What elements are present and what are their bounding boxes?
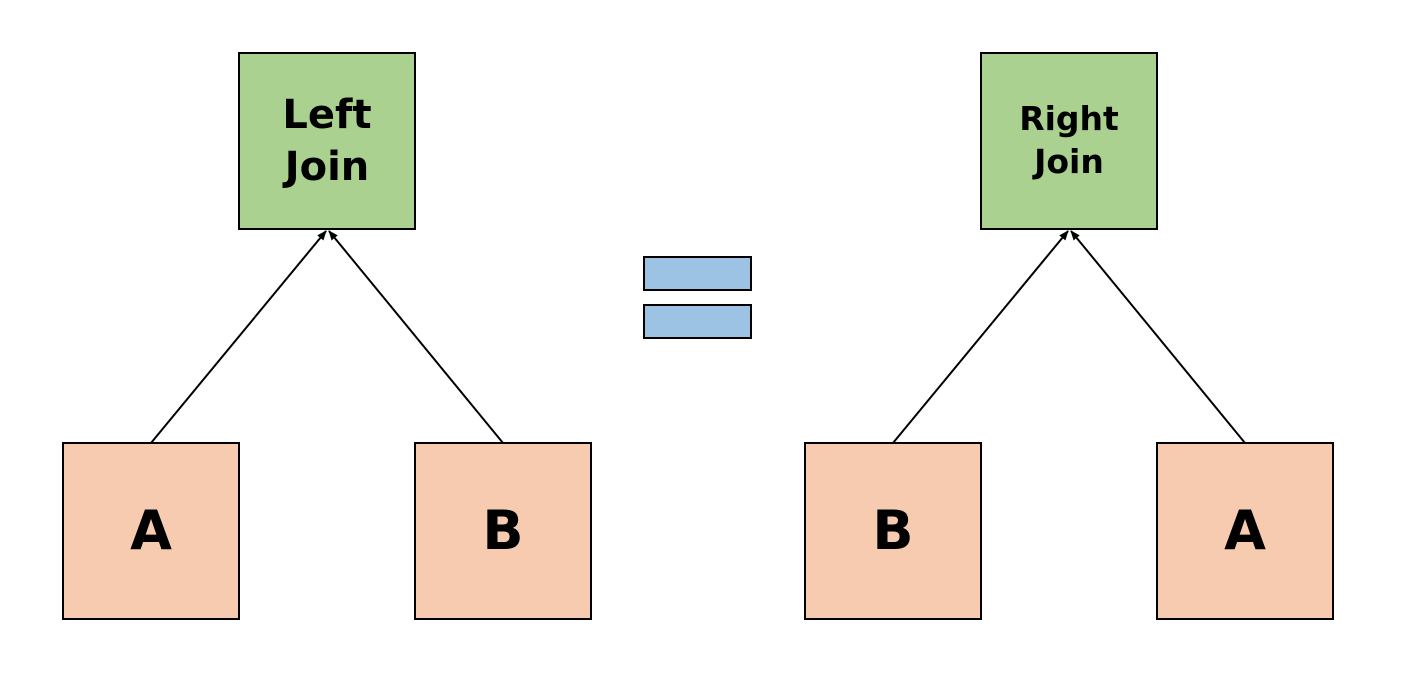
right-join-label-line-2: Join [1034, 142, 1104, 181]
equals-top-bar [643, 256, 752, 291]
left-join-label-line-1: Left [282, 92, 372, 138]
right-child-label-2: A [1224, 499, 1266, 562]
edge-right-a-to-right-join [1070, 230, 1246, 444]
edge-right-b-to-right-join [892, 230, 1069, 444]
right-child-node-1: B [804, 442, 982, 620]
left-child-label-1: A [130, 499, 172, 562]
right-child-node-2: A [1156, 442, 1334, 620]
left-join-node: Left Join [238, 52, 416, 230]
equals-bottom-bar [643, 304, 752, 339]
right-join-node: Right Join [980, 52, 1158, 230]
left-child-label-2: B [482, 499, 524, 562]
right-join-label-line-1: Right [1019, 99, 1119, 139]
left-join-label-line-2: Join [284, 144, 370, 190]
left-child-node-1: A [62, 442, 240, 620]
left-child-node-2: B [414, 442, 592, 620]
edge-left-b-to-left-join [328, 230, 504, 444]
edge-left-a-to-left-join [150, 230, 327, 444]
right-child-label-1: B [872, 499, 914, 562]
